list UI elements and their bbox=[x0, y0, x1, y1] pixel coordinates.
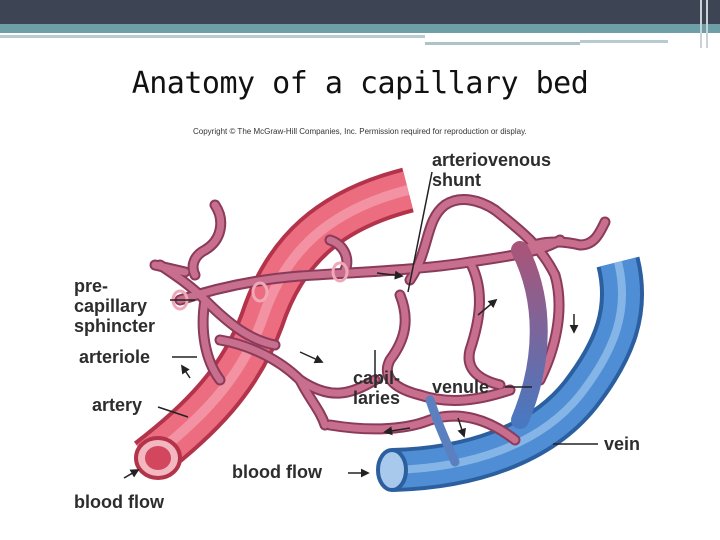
label-capil: capil- bbox=[353, 368, 400, 388]
label-artery: artery bbox=[92, 395, 142, 415]
header-rule-left bbox=[0, 35, 425, 38]
header-accent-stripe bbox=[0, 24, 720, 33]
slide-title: Anatomy of a capillary bed bbox=[131, 66, 589, 101]
label-shunt: shunt bbox=[432, 170, 481, 190]
header-divider-2 bbox=[706, 0, 708, 48]
label-arteriovenous: arteriovenous bbox=[432, 150, 551, 170]
label-capillary: capillary bbox=[74, 296, 147, 316]
header-rule-right bbox=[580, 40, 668, 43]
label-laries: laries bbox=[353, 388, 400, 408]
header-divider-1 bbox=[700, 0, 702, 48]
flow-arrows bbox=[123, 270, 579, 479]
label-blood-flow-left: blood flow bbox=[74, 492, 165, 512]
header-rule-mid bbox=[425, 42, 580, 45]
label-leader-lines bbox=[157, 171, 598, 445]
label-vein: vein bbox=[604, 434, 640, 454]
label-arteriole: arteriole bbox=[79, 347, 150, 367]
copyright-notice: Copyright © The McGraw-Hill Companies, I… bbox=[193, 127, 527, 136]
artery-lumen bbox=[145, 446, 171, 470]
label-blood-flow-bottom: blood flow bbox=[232, 462, 323, 482]
capillary-network bbox=[149, 194, 611, 467]
header-bar bbox=[0, 0, 720, 24]
artery-vessel bbox=[133, 167, 415, 479]
label-sphincter: sphincter bbox=[74, 316, 155, 336]
vein-opening bbox=[376, 448, 408, 492]
label-venule: venule bbox=[432, 377, 489, 397]
label-pre: pre- bbox=[74, 276, 108, 296]
